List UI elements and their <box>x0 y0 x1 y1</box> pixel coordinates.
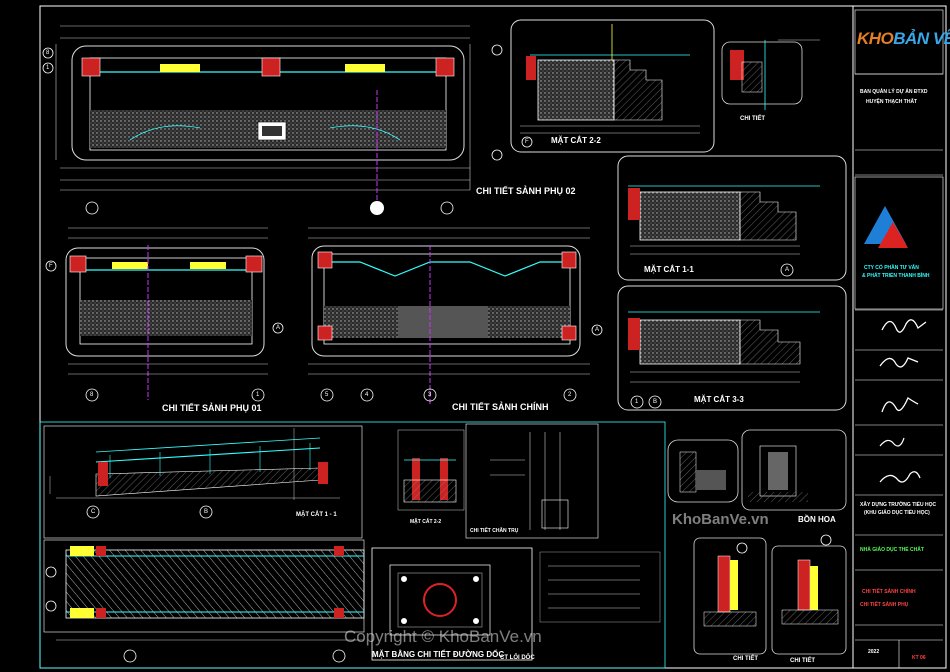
title-mat-cat-1-1: MẶT CẮT 1-1 <box>644 265 694 274</box>
title-ramp-plan: MẶT BẰNG CHI TIẾT ĐƯỜNG DỐC <box>372 650 505 659</box>
plan-sanh-phu-01 <box>45 227 284 402</box>
sheet-number: KT 06 <box>912 655 926 661</box>
title-sanh-chinh: CHI TIẾT SẢNH CHÍNH <box>452 402 549 412</box>
title-flower-box: BỒN HOA <box>798 515 836 524</box>
grid-label-c-ramp: C <box>91 509 96 515</box>
client-line-1: BAN QUẢN LÝ DỰ ÁN ĐTXD <box>860 89 928 95</box>
company-line-2: & PHÁT TRIỂN THANH BÌNH <box>862 273 930 279</box>
grid-label-8: 8 <box>46 50 50 56</box>
title-sanh-phu-01: CHI TIẾT SẢNH PHỤ 01 <box>162 403 262 413</box>
grid-label-b-33: B <box>653 399 658 405</box>
grid-label-a-01: A <box>276 325 281 331</box>
column-section-2-2 <box>397 429 465 511</box>
grid-label-3: 3 <box>428 392 432 398</box>
plan-sanh-chinh <box>308 227 603 405</box>
title-ramp-section: MẶT CẮT 1 - 1 <box>296 512 337 518</box>
grid-label-5: 5 <box>325 392 329 398</box>
grid-label-2: 2 <box>568 392 572 398</box>
title-ramp-entrance: CT LỐI DỐC <box>500 655 535 661</box>
watermark-middle: KhoBanVe.vn <box>672 511 769 528</box>
title-column-foot: CHI TIẾT CHÂN TRỤ <box>470 528 519 534</box>
year-label: 2022 <box>868 649 880 655</box>
title-block <box>854 9 944 668</box>
section-3-3 <box>617 285 847 411</box>
project-line-1: XÂY DỰNG TRƯỜNG TIỂU HỌC <box>860 502 937 508</box>
drawing-title-2: CHI TIẾT SẢNH PHỤ <box>860 602 909 608</box>
title-mat-cat-2-2: MẶT CẮT 2-2 <box>551 136 601 145</box>
project-line-2: (KHU GIÁO DỤC TIỂU HỌC) <box>864 510 930 516</box>
grid-label-b-ramp: B <box>204 509 209 515</box>
title-bottom-detail-1: CHI TIẾT <box>733 656 758 662</box>
ramp-plan <box>43 539 365 663</box>
title-detail-top: CHI TIẾT <box>740 116 765 122</box>
section-2-2 <box>510 19 715 153</box>
category-label: NHÀ GIÁO DỤC THỂ CHẤT <box>860 547 924 553</box>
ramp-section <box>39 421 666 669</box>
grid-label-f-22: F <box>525 139 529 145</box>
title-column-section: MẶT CẮT 2-2 <box>410 519 442 525</box>
section-1-1 <box>617 155 847 281</box>
grid-label-1: 1 <box>46 65 50 71</box>
grid-label-8-01: 8 <box>90 392 94 398</box>
company-line-1: CTY CỔ PHẦN TƯ VẤN <box>864 265 919 271</box>
title-sanh-phu-02: CHI TIẾT SẢNH PHỤ 02 <box>476 186 576 196</box>
watermark-copyright: Copyright © KhoBanVe.vn <box>344 627 542 646</box>
flower-box-details <box>667 429 847 511</box>
ramp-entrance-detail <box>371 547 661 661</box>
detail-top-right <box>721 39 820 110</box>
client-line-2: HUYỆN THẠCH THẤT <box>866 99 918 105</box>
khobanve-logo: KHOBẢN VẼ <box>857 29 950 48</box>
grid-label-a-11: A <box>785 267 790 273</box>
drawing-title-1: CHI TIẾT SẢNH CHÍNH <box>862 589 916 595</box>
title-mat-cat-3-3: MẶT CẮT 3-3 <box>694 395 744 404</box>
grid-label-1-01: 1 <box>256 392 260 398</box>
grid-label-a-main: A <box>595 327 600 333</box>
grid-label-1-33: 1 <box>635 399 639 405</box>
bottom-detail-right <box>771 534 847 655</box>
grid-label-4: 4 <box>365 392 369 398</box>
grid-label-f-01: F <box>49 263 53 269</box>
plan-sanh-phu-02 <box>42 25 503 215</box>
column-foot-detail <box>465 423 599 539</box>
title-bottom-detail-2: CHI TIẾT <box>790 658 815 664</box>
bottom-detail-left <box>693 537 767 655</box>
